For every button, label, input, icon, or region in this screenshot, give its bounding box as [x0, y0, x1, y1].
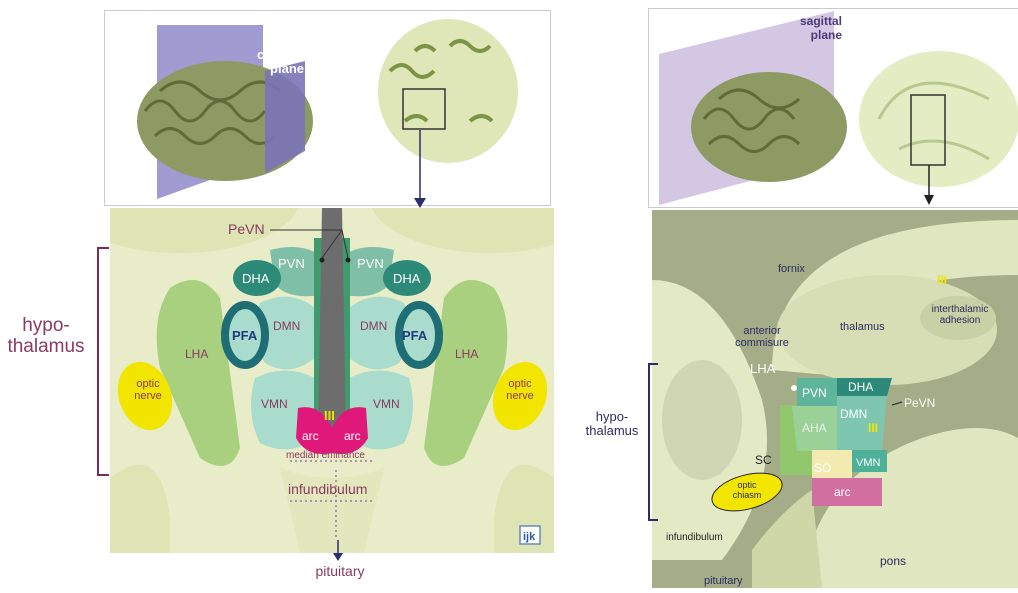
pfa-left-label: PFA [232, 328, 258, 343]
vmn-left-label: VMN [261, 397, 288, 411]
arc-left-label: arc [302, 429, 319, 443]
pvn-left-label: PVN [278, 256, 305, 271]
coronal-section-image [378, 19, 518, 163]
dmn-right-label: DMN [360, 319, 387, 333]
vmn-right-label: VMN [373, 397, 400, 411]
dha-left-label: DHA [242, 271, 270, 286]
infundibulum-label: infundibulum [288, 481, 367, 497]
pvn-label: PVN [802, 386, 827, 400]
dha-right-label: DHA [393, 271, 421, 286]
pevn-label: PeVN [228, 221, 265, 237]
optic-chiasm-label: optic chiasm [722, 480, 772, 500]
sagittal-plane-label: sagittal plane [782, 14, 842, 42]
pevn-label: PeVN [904, 396, 935, 410]
pituitary-label: pituitary [300, 563, 380, 579]
pons-label: pons [880, 554, 906, 568]
dmn-region [837, 396, 887, 451]
dha-label: DHA [848, 380, 873, 394]
ventricle-top-label: III [937, 273, 947, 287]
median-eminence-label: median eminance [286, 450, 365, 461]
coronal-reference-svg [105, 11, 550, 205]
coronal-hypothalamus-side-label: hypo- thalamus [0, 315, 92, 357]
coronal-reference-panel [104, 10, 551, 206]
arc-right-label: arc [344, 429, 361, 443]
dmn-label: DMN [840, 407, 867, 421]
third-ventricle-label: III [324, 408, 335, 423]
optic-nerve-right-label: optic nerve [496, 378, 544, 402]
coronal-zoom-arrow [410, 130, 430, 210]
coronal-hypothalamus-diagram: PeVN PVN PVN DHA DHA DMN DMN PFA PFA LHA… [110, 208, 554, 553]
so-label: SO [814, 461, 831, 475]
sagittal-hypothalamus-bracket [648, 363, 658, 521]
pituitary-label-2: pituitary [704, 575, 743, 587]
dmn-left-label: DMN [273, 319, 300, 333]
ijk-logo-text: ijk [523, 531, 536, 543]
sagittal-hypothalamus-diagram: fornix III thalamus LHA PVN DHA PeVN AHA… [652, 210, 1018, 588]
brain-lateral-image-2 [691, 72, 847, 182]
pituitary-arrow [330, 540, 346, 564]
sagittal-hypothalamus-side-label: hypo- thalamus [580, 410, 644, 438]
coronal-hypothalamus-bracket [97, 247, 109, 476]
fornix-label: fornix [778, 263, 805, 275]
coronal-plane-label: coronal plane [244, 48, 304, 76]
infundibulum-label-2: infundibulum [666, 532, 723, 543]
lha-right-label: LHA [455, 347, 478, 361]
aha-label: AHA [802, 421, 827, 435]
thalamus-label: thalamus [840, 321, 885, 333]
pvn-right-label: PVN [357, 256, 384, 271]
pfa-right-label: PFA [402, 328, 428, 343]
anterior-commisure-label: anterior commisure [722, 325, 802, 349]
lha-label: LHA [750, 361, 776, 376]
arc-label: arc [834, 485, 851, 499]
ventricle-label: III [868, 421, 878, 435]
optic-nerve-left-label: optic nerve [124, 378, 172, 402]
sc-label: SC [755, 453, 772, 467]
interthalamic-adhesion-label: interthalamic adhesion [922, 304, 998, 326]
sagittal-section-image [859, 51, 1018, 187]
lha-left-label: LHA [185, 347, 208, 361]
vmn-label: VMN [856, 457, 881, 469]
